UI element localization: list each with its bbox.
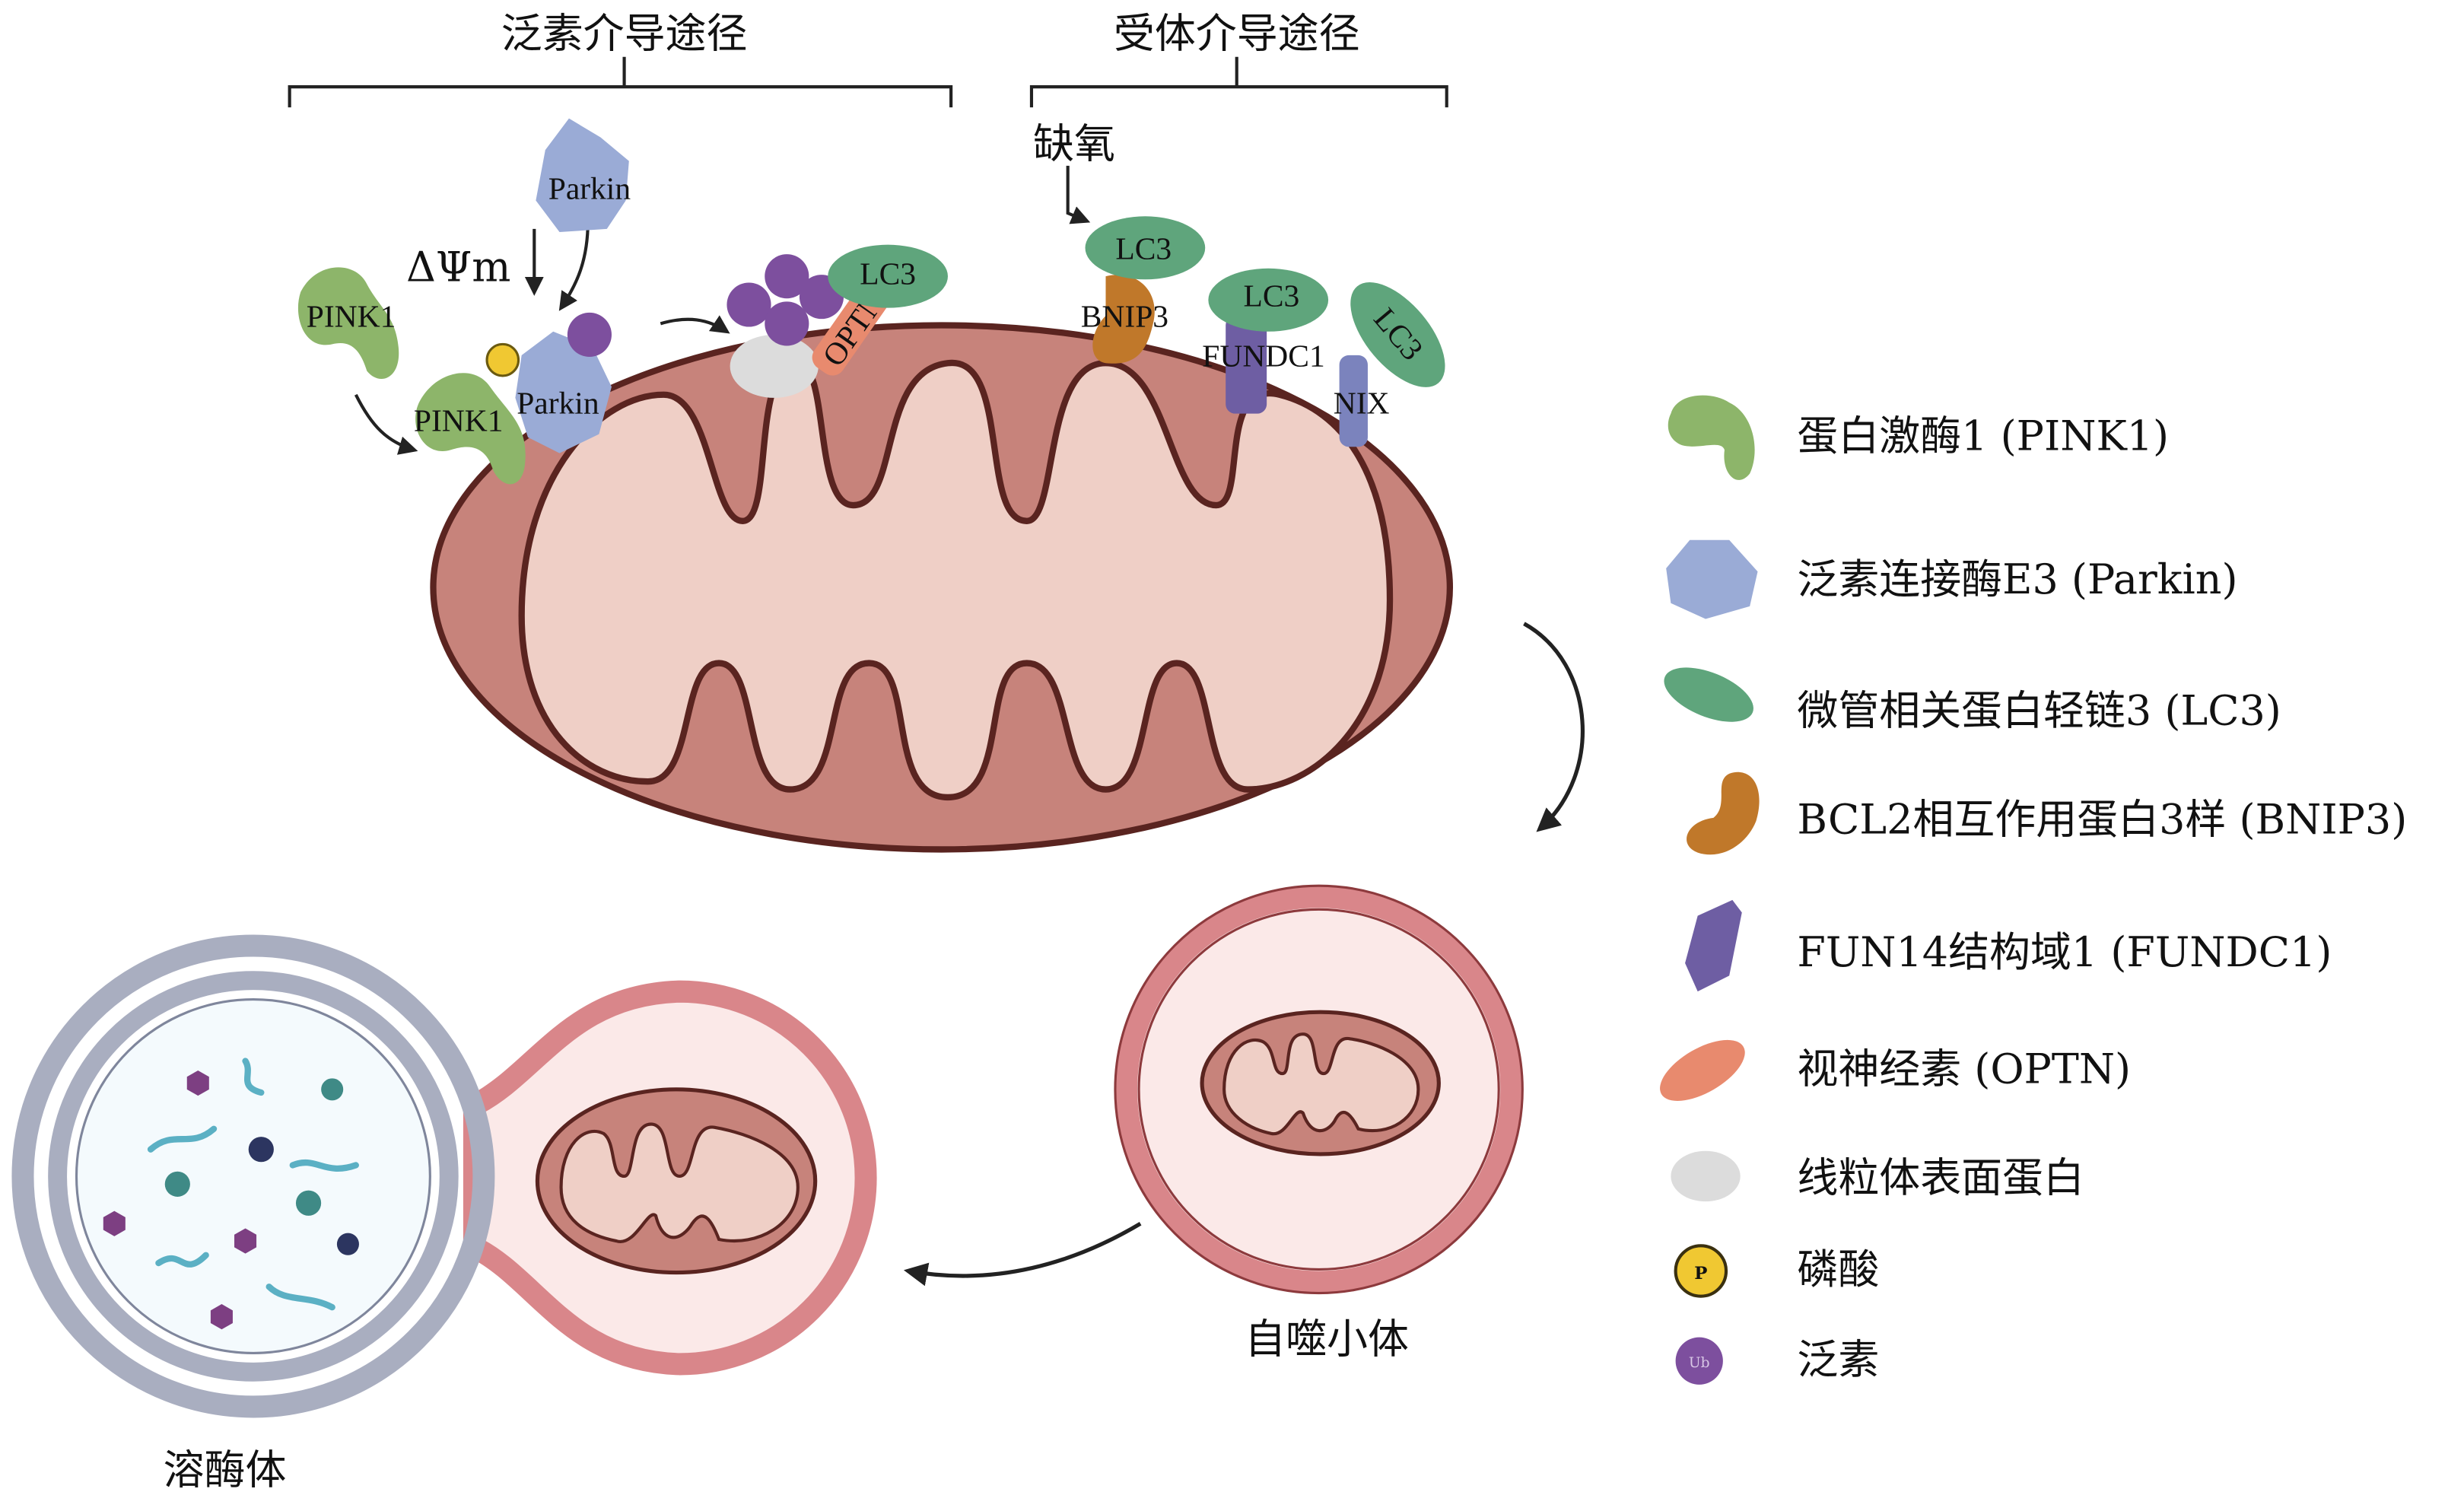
lc3-icon bbox=[828, 244, 948, 308]
legend-label: 泛素连接酶E3 (Parkin) bbox=[1797, 555, 2237, 603]
pink1-label: PINK1 bbox=[307, 299, 396, 334]
pink1-icon bbox=[1668, 395, 1755, 480]
pink1-icon bbox=[297, 267, 399, 380]
parkin-bound-icon bbox=[515, 331, 612, 453]
phosphate-icon bbox=[485, 342, 520, 377]
arrow-icon bbox=[660, 315, 730, 334]
lc3-icon bbox=[1350, 282, 1445, 387]
lc3-icon bbox=[1664, 667, 1753, 722]
ubiquitin-icon bbox=[1675, 1337, 1723, 1385]
legend: 蛋白激酶1 (PINK1) 泛素连接酶E3 (Parkin) 微管相关蛋白轻链3… bbox=[1660, 395, 2407, 1385]
mitochondrion bbox=[430, 322, 1454, 853]
arrow-icon bbox=[903, 1221, 1142, 1287]
ubiquitin-glyph: Ub bbox=[1689, 1355, 1710, 1371]
lc3-icon bbox=[1208, 268, 1329, 332]
bnip3-label: BNIP3 bbox=[1081, 299, 1168, 334]
bnip3-icon bbox=[1687, 771, 1760, 855]
phosphate-icon bbox=[1674, 1244, 1728, 1298]
lysosome-label: 溶酶体 bbox=[164, 1446, 287, 1492]
pink1-bound-icon bbox=[415, 373, 526, 485]
legend-label: FUN14结构域1 (FUNDC1) bbox=[1797, 928, 2332, 976]
nix-label: NIX bbox=[1334, 386, 1390, 421]
parkin-icon bbox=[1666, 539, 1758, 619]
phosphate-glyph: P bbox=[1694, 1264, 1707, 1284]
nix-icon bbox=[1339, 355, 1368, 447]
legend-label: 泛素 bbox=[1797, 1335, 1879, 1383]
legend-label: 磷酸 bbox=[1797, 1245, 1879, 1293]
lysosome-fusion bbox=[11, 934, 877, 1418]
arrow-icon bbox=[558, 221, 590, 311]
surface-protein-icon bbox=[1671, 1150, 1741, 1202]
bnip3-icon bbox=[1092, 275, 1155, 364]
legend-label: 视神经素 (OPTN) bbox=[1797, 1045, 2131, 1093]
ubiquitin-chain bbox=[726, 254, 844, 346]
optn-icon bbox=[1660, 1039, 1745, 1101]
delta-psi-label: ΔΨm bbox=[406, 243, 510, 291]
legend-label: 线粒体表面蛋白 bbox=[1797, 1154, 2084, 1202]
ubiquitin-icon bbox=[567, 312, 612, 357]
pink1-bound-label: PINK1 bbox=[414, 403, 504, 438]
lc3-bnip3-label: LC3 bbox=[1115, 231, 1172, 266]
parkin-label: Parkin bbox=[548, 170, 631, 205]
lc3-optn-label: LC3 bbox=[860, 256, 916, 291]
ubiquitin-bracket bbox=[288, 56, 953, 108]
autophagosome bbox=[1114, 884, 1524, 1295]
parkin-icon bbox=[536, 118, 629, 233]
arrow-icon bbox=[1523, 622, 1585, 832]
arrow-icon bbox=[1066, 165, 1091, 224]
fundc1-icon bbox=[1226, 316, 1267, 414]
autophagosome-label: 自噬小体 bbox=[1245, 1315, 1409, 1363]
legend-label: BCL2相互作用蛋白3样 (BNIP3) bbox=[1797, 796, 2407, 844]
legend-label: 蛋白激酶1 (PINK1) bbox=[1797, 412, 2169, 460]
fundc1-label: FUNDC1 bbox=[1202, 338, 1324, 373]
receptor-pathway-title: 受体介导途径 bbox=[1114, 9, 1360, 57]
lc3-fundc1-label: LC3 bbox=[1243, 278, 1299, 313]
ubiquitin-pathway-title: 泛素介导途径 bbox=[501, 9, 748, 57]
arrow-icon bbox=[354, 393, 418, 455]
lc3-icon bbox=[1085, 216, 1206, 280]
parkin-bound-label: Parkin bbox=[517, 386, 599, 421]
surface-protein-icon bbox=[730, 334, 819, 398]
fundc1-icon bbox=[1685, 899, 1742, 992]
receptor-bracket bbox=[1029, 56, 1448, 108]
legend-label: 微管相关蛋白轻链3 (LC3) bbox=[1797, 686, 2281, 734]
hypoxia-label: 缺氧 bbox=[1033, 120, 1115, 168]
